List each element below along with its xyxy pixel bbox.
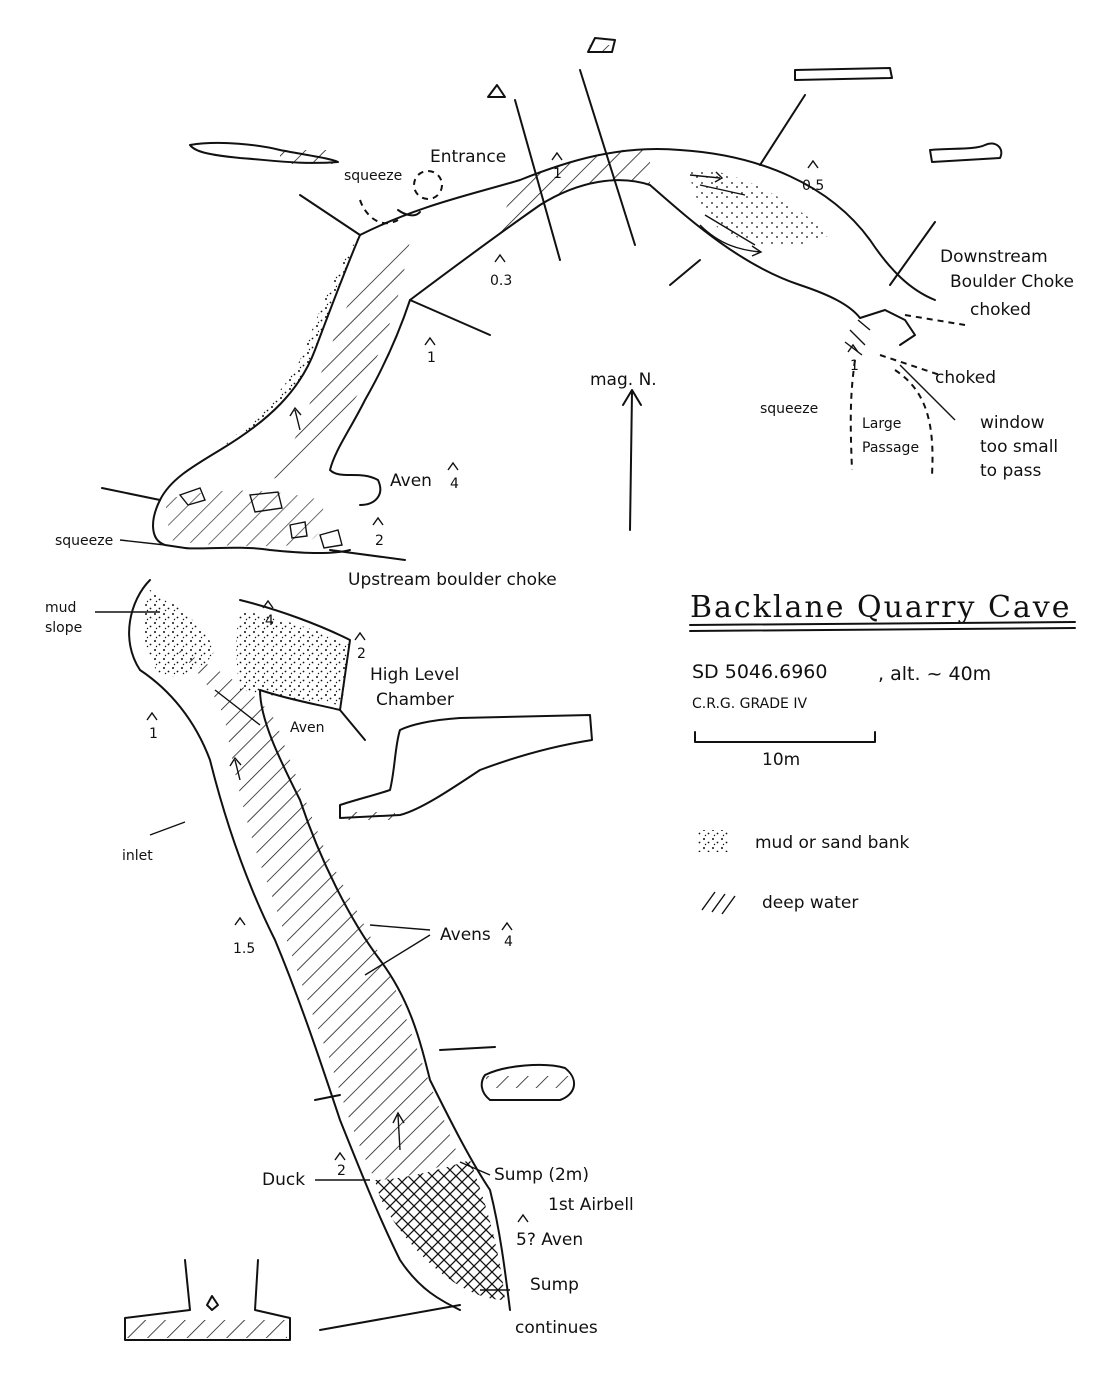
mid-passage (152, 234, 411, 555)
label-choked-2: choked (935, 368, 996, 388)
legend (698, 830, 736, 915)
label-mud-2: slope (45, 620, 82, 636)
water-swatch (701, 891, 736, 915)
label-sump-2: continues (515, 1318, 598, 1338)
section-lines (101, 69, 936, 1331)
label-aven-top: Aven (390, 471, 432, 491)
label-sump-2m: Sump (2m) (494, 1165, 589, 1185)
legend-mud-label: mud or sand bank (755, 833, 910, 853)
label-aven-bottom: 5? Aven (516, 1230, 583, 1250)
label-duck: Duck (262, 1170, 305, 1190)
height-4-avens: 4 (504, 934, 513, 950)
altitude: , alt. ~ 40m (878, 663, 991, 685)
height-1-mid: 1 (427, 350, 436, 366)
label-mud-1: mud (45, 600, 76, 616)
label-avens: Avens (440, 925, 491, 945)
height-4-chamber: 4 (265, 613, 274, 629)
label-choked-1: choked (970, 300, 1031, 320)
height-03: 0.3 (490, 273, 512, 289)
label-window-3: to pass (980, 461, 1042, 481)
label-entrance: Entrance (430, 147, 506, 167)
label-squeeze-top: squeeze (344, 168, 402, 184)
label-upstream-choke: Upstream boulder choke (348, 570, 557, 590)
map-title: Backlane Quarry Cave (690, 590, 1072, 625)
height-carets (146, 151, 859, 1223)
label-window-2: too small (980, 437, 1058, 457)
label-high-level-2: Chamber (376, 690, 454, 710)
label-window-1: window (980, 413, 1045, 433)
label-high-level-1: High Level (370, 665, 459, 685)
label-aven-mid: Aven (290, 720, 325, 736)
label-large-2: Passage (862, 440, 919, 456)
entrance-feature (359, 170, 443, 225)
height-2-chamber: 2 (357, 646, 366, 662)
window-pointer (899, 364, 956, 421)
label-downstream-1: Downstream (940, 247, 1048, 267)
mud-swatch (698, 830, 728, 852)
north-label: mag. N. (590, 370, 657, 390)
height-1-right: 1 (850, 358, 859, 374)
label-first-airbell: 1st Airbell (548, 1195, 634, 1215)
label-downstream-2: Boulder Choke (950, 272, 1074, 292)
scale-label: 10m (762, 750, 800, 770)
label-inlet: inlet (122, 848, 153, 864)
height-4-aven: 4 (450, 476, 459, 492)
title-underline (689, 621, 1076, 632)
height-15: 1.5 (233, 941, 255, 957)
height-1-left: 1 (149, 726, 158, 742)
label-large-1: Large (862, 416, 901, 432)
legend-water-label: deep water (762, 893, 858, 913)
north-arrow (622, 389, 642, 531)
height-entrance: 1 (553, 166, 562, 182)
upper-passage (359, 148, 936, 319)
grade: C.R.G. GRADE IV (692, 696, 807, 712)
height-2-choke: 2 (375, 533, 384, 549)
downstream-choke (844, 309, 966, 476)
grid-reference: SD 5046.6960 (692, 661, 827, 683)
height-05: 0.5 (802, 178, 824, 194)
cross-sections (124, 37, 1003, 1341)
flow-arrows (229, 171, 763, 1151)
scale-bar (694, 731, 876, 743)
label-squeeze-left: squeeze (55, 533, 113, 549)
height-2-duck: 2 (337, 1163, 346, 1179)
label-squeeze-right: squeeze (760, 401, 818, 417)
label-pointers (95, 539, 510, 1291)
label-sump-1: Sump (530, 1275, 579, 1295)
